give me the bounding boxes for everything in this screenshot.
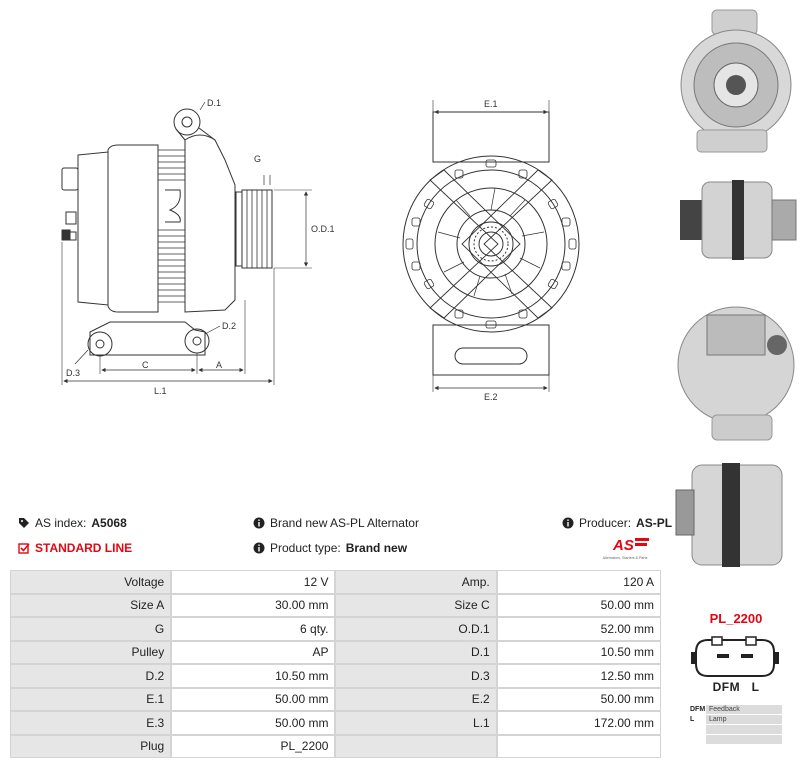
spec-table: Voltage 12 V Amp. 120 A Size A 30.00 mm … — [10, 570, 661, 758]
label-od1: O.D.1 — [311, 224, 335, 234]
spec-label: Plug — [10, 734, 172, 758]
spec-value: 50.00 mm — [171, 711, 336, 735]
table-row: Size A 30.00 mm Size C 50.00 mm — [10, 593, 661, 617]
pin-desc: Lamp — [706, 715, 782, 724]
pin-desc — [706, 725, 782, 734]
spec-value: 10.50 mm — [171, 664, 336, 688]
brand-text: Brand new AS-PL Alternator — [270, 516, 419, 530]
spec-value: 12 V — [171, 570, 336, 594]
spec-label: D.3 — [335, 664, 497, 688]
spec-value: 120 A — [496, 570, 661, 594]
pin-code — [688, 735, 706, 744]
as-index-value: A5068 — [91, 516, 127, 530]
pin-row — [688, 735, 782, 744]
info-icon — [253, 542, 265, 554]
label-e2: E.2 — [484, 392, 498, 402]
alternator-photo-side — [680, 180, 797, 260]
table-row: E.3 50.00 mm L.1 172.00 mm — [10, 711, 661, 735]
spec-label — [335, 734, 497, 758]
producer-value: AS-PL — [636, 516, 673, 530]
plug-pin-labels: DFM L — [712, 680, 760, 694]
spec-label: Pulley — [10, 640, 172, 664]
spec-value: AP — [171, 640, 336, 664]
alternator-photo-front — [680, 9, 792, 153]
producer: Producer: AS-PL — [562, 516, 672, 530]
alternator-photo-angle — [675, 463, 783, 567]
table-row: Plug PL_2200 — [10, 734, 661, 758]
spec-value: 12.50 mm — [496, 664, 661, 688]
table-row: G 6 qty. O.D.1 52.00 mm — [10, 617, 661, 641]
spec-label: D.1 — [335, 640, 497, 664]
spec-value: 10.50 mm — [496, 640, 661, 664]
standard-line-label: STANDARD LINE — [35, 541, 133, 555]
as-index: AS index: A5068 — [18, 516, 127, 530]
spec-value: 6 qty. — [171, 617, 336, 641]
spec-label: Size C — [335, 593, 497, 617]
label-d3: D.3 — [66, 368, 80, 378]
pin-code: DFM — [688, 705, 706, 714]
spec-label: Amp. — [335, 570, 497, 594]
spec-value: 172.00 mm — [496, 711, 661, 735]
spec-label: D.2 — [10, 664, 172, 688]
brand-info: Brand new AS-PL Alternator — [253, 516, 419, 530]
spec-label: Voltage — [10, 570, 172, 594]
label-g: G — [254, 154, 261, 164]
plug-connector-icon — [691, 636, 779, 677]
info-icon — [562, 517, 574, 529]
spec-value: 50.00 mm — [496, 687, 661, 711]
spec-label: E.1 — [10, 687, 172, 711]
pin-row — [688, 725, 782, 734]
standard-line: STANDARD LINE — [18, 541, 132, 555]
pin-row: L Lamp — [688, 715, 782, 724]
spec-label: O.D.1 — [335, 617, 497, 641]
spec-value: 50.00 mm — [171, 687, 336, 711]
pin-desc — [706, 735, 782, 744]
table-row: D.2 10.50 mm D.3 12.50 mm — [10, 664, 661, 688]
producer-label: Producer: — [579, 516, 632, 530]
label-d2: D.2 — [222, 321, 236, 331]
label-l1: L.1 — [154, 386, 167, 396]
pin-list: DFM Feedback L Lamp — [688, 705, 782, 745]
as-index-label: AS index: — [35, 516, 87, 530]
checkbox-icon — [18, 543, 30, 554]
label-e1: E.1 — [484, 99, 498, 109]
spec-value: PL_2200 — [171, 734, 336, 758]
product-type: Product type: Brand new — [253, 541, 407, 555]
pin-code: L — [688, 715, 706, 724]
table-row: Voltage 12 V Amp. 120 A — [10, 570, 661, 594]
dimension-diagram: D.1 G O.D.1 D.2 D.3 C A L.1 E.1 E.2 — [61, 98, 580, 402]
label-d1: D.1 — [207, 98, 221, 108]
spec-label: L.1 — [335, 711, 497, 735]
label-a: A — [216, 360, 222, 370]
spec-value: 50.00 mm — [496, 593, 661, 617]
product-type-value: Brand new — [345, 541, 408, 555]
logo-tagline: Alternators, Starters & Parts — [603, 556, 648, 560]
plug-title: PL_2200 — [709, 611, 763, 626]
spec-label: G — [10, 617, 172, 641]
spec-label: Size A — [10, 593, 172, 617]
spec-value — [496, 734, 661, 758]
product-photos — [672, 0, 800, 600]
info-icon — [253, 517, 265, 529]
spec-value: 30.00 mm — [171, 593, 336, 617]
table-row: E.1 50.00 mm E.2 50.00 mm — [10, 687, 661, 711]
table-row: Pulley AP D.1 10.50 mm — [10, 640, 661, 664]
label-c: C — [142, 360, 149, 370]
pin-row: DFM Feedback — [688, 705, 782, 714]
spec-label: E.2 — [335, 687, 497, 711]
product-type-label: Product type: — [270, 541, 341, 555]
spec-label: E.3 — [10, 711, 172, 735]
product-info: AS index: A5068 STANDARD LINE Brand new … — [0, 508, 672, 568]
pin-code — [688, 725, 706, 734]
pin-desc: Feedback — [706, 705, 782, 714]
tag-icon — [19, 518, 29, 528]
aspl-logo: AS Alternators, Starters & Parts — [603, 537, 649, 560]
logo-text: AS — [612, 537, 634, 554]
spec-value: 52.00 mm — [496, 617, 661, 641]
alternator-photo-rear — [677, 306, 795, 441]
technical-drawing: D.1 G O.D.1 D.2 D.3 C A L.1 E.1 E.2 — [61, 98, 580, 402]
